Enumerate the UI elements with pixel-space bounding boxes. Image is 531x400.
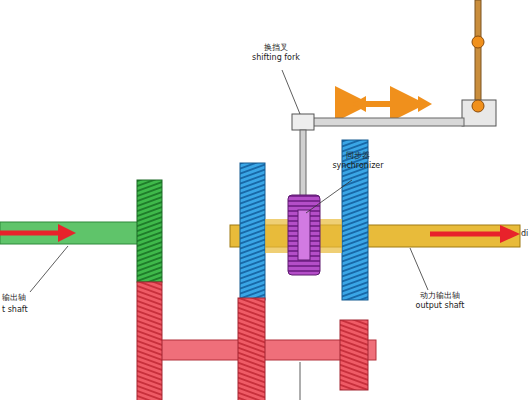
part-name: t shaft	[2, 306, 28, 315]
part-name: 动力输出轴	[420, 292, 460, 301]
part-name: output shaft	[416, 302, 465, 311]
edge-text: di	[521, 230, 528, 239]
part-name: shifting fork	[252, 54, 300, 63]
part-name: 同步器	[346, 152, 370, 161]
part-name: 输出轴	[2, 294, 26, 303]
part-name: 换挡叉	[264, 44, 288, 53]
part-name: synchronizer	[332, 162, 383, 171]
